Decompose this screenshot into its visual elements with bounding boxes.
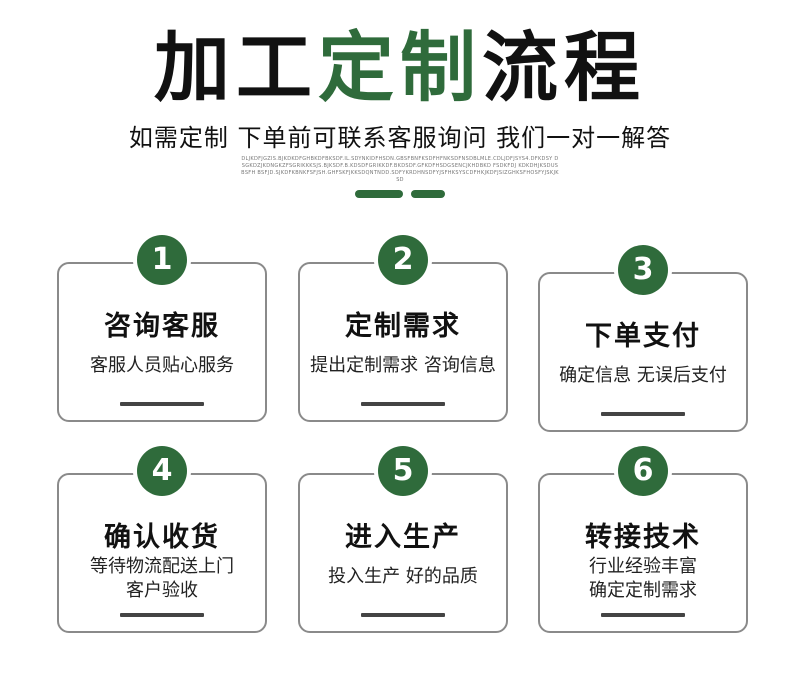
- step-description-line: 等待物流配送上门: [90, 556, 234, 577]
- divider-dash-short: [411, 190, 445, 198]
- step-description-line: 确定定制需求: [589, 580, 697, 601]
- step-description-line: 提出定制需求 咨询信息: [310, 355, 496, 376]
- step-description: 确定信息 无误后支付: [540, 364, 746, 388]
- step-description-line: 客户验收: [126, 580, 198, 601]
- step-description: 等待物流配送上门 客户验收: [59, 555, 265, 603]
- step-description-line: 客服人员贴心服务: [90, 355, 234, 376]
- step-description: 客服人员贴心服务: [59, 354, 265, 378]
- title-divider: [355, 190, 445, 198]
- step-card-5: 5 进入生产 投入生产 好的品质: [298, 446, 508, 633]
- card-underline: [120, 402, 204, 406]
- step-number-badge: 1: [137, 235, 187, 285]
- step-number-badge: 6: [618, 446, 668, 496]
- card-underline: [120, 613, 204, 617]
- step-card-2: 2 定制需求 提出定制需求 咨询信息: [298, 235, 508, 422]
- step-description: 提出定制需求 咨询信息: [300, 354, 506, 378]
- step-title: 定制需求: [345, 311, 461, 342]
- step-description: 投入生产 好的品质: [300, 565, 506, 589]
- card-underline: [601, 412, 685, 416]
- title-part2: 流程: [482, 23, 646, 112]
- step-number-badge: 2: [378, 235, 428, 285]
- decorative-fine-text: DLJKDFJGZIS.BJKDKDFGHBKDFBKSDF.IL.SDYNKI…: [241, 156, 559, 183]
- title-part1: 加工: [154, 23, 318, 112]
- card-underline: [361, 613, 445, 617]
- step-title: 确认收货: [104, 522, 220, 553]
- step-title: 转接技术: [585, 522, 701, 553]
- step-description-line: 投入生产 好的品质: [328, 566, 478, 587]
- divider-dash-long: [355, 190, 403, 198]
- page-title: 加工定制流程: [0, 30, 800, 106]
- step-card-6: 6 转接技术 行业经验丰富 确定定制需求: [538, 446, 748, 633]
- step-description-line: 行业经验丰富: [589, 556, 697, 577]
- step-card-1: 1 咨询客服 客服人员贴心服务: [57, 235, 267, 422]
- step-number-badge: 4: [137, 446, 187, 496]
- step-description-line: 确定信息 无误后支付: [559, 365, 727, 386]
- step-title: 进入生产: [345, 522, 461, 553]
- title-highlight: 定制: [318, 23, 482, 112]
- card-underline: [601, 613, 685, 617]
- step-description: 行业经验丰富 确定定制需求: [540, 555, 746, 603]
- card-underline: [361, 402, 445, 406]
- subtitle: 如需定制 下单前可联系客服询问 我们一对一解答: [128, 124, 672, 152]
- step-card-4: 4 确认收货 等待物流配送上门 客户验收: [57, 446, 267, 633]
- step-title: 下单支付: [585, 321, 701, 352]
- step-title: 咨询客服: [104, 311, 220, 342]
- step-number-badge: 3: [618, 245, 668, 295]
- step-number-badge: 5: [378, 446, 428, 496]
- step-card-3: 3 下单支付 确定信息 无误后支付: [538, 245, 748, 432]
